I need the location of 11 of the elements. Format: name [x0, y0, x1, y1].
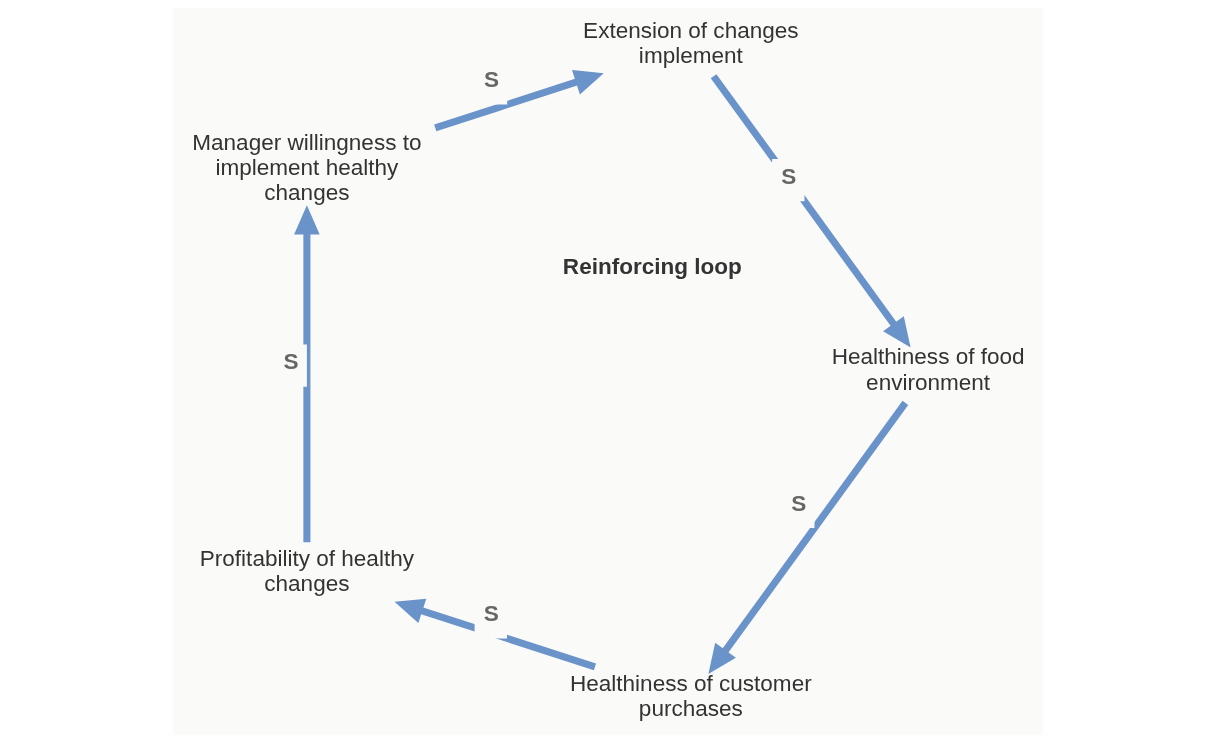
edge-label: S	[483, 67, 499, 93]
node-text: Extension of changes implement	[582, 17, 799, 68]
edge-label: S	[283, 349, 299, 375]
node-text: Healthiness of customer purchases	[569, 670, 812, 722]
edge-label: S	[483, 601, 499, 627]
node-text: Healthiness of food environment	[831, 344, 1025, 395]
node-text: Profitability of healthy changes	[199, 546, 414, 597]
label: Reinforcing loop	[562, 253, 742, 279]
edge-label: S	[780, 164, 796, 190]
node-text: Manager willingness to implement healthy changes	[191, 129, 421, 206]
edge-label: S	[790, 490, 806, 516]
